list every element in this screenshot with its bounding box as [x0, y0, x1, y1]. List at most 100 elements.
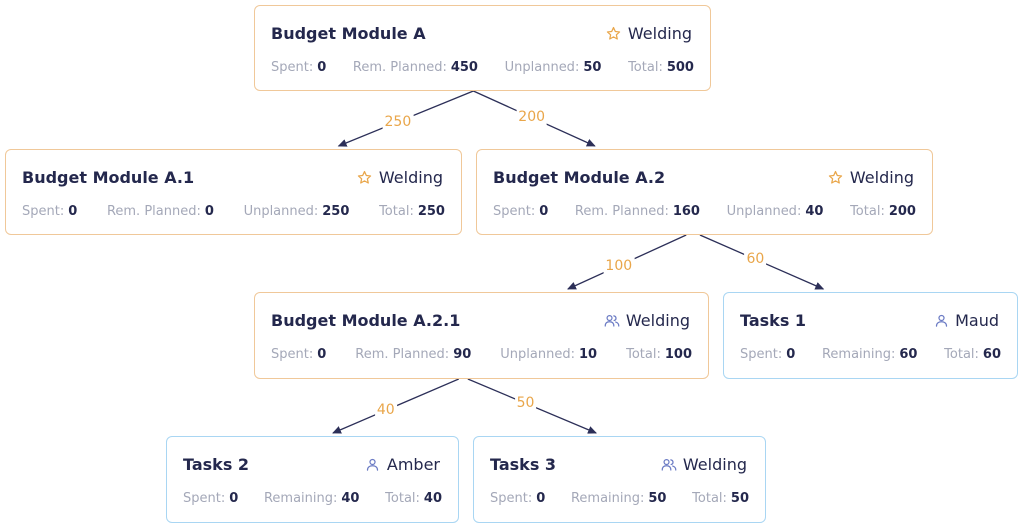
node-title: Tasks 2: [183, 455, 250, 474]
stat-label: Unplanned:: [243, 204, 319, 219]
stat-value: 0: [317, 60, 327, 75]
node-title: Budget Module A: [271, 24, 426, 43]
stat: Total:250: [379, 204, 445, 219]
stat: Remaining:50: [571, 491, 667, 506]
stat-value: 40: [423, 491, 442, 506]
stat: Spent:0: [22, 204, 77, 219]
star-icon: [606, 26, 622, 42]
node-tag: Welding: [357, 168, 443, 187]
stat: Total:500: [628, 60, 694, 75]
user-icon: [933, 313, 949, 329]
stat-label: Total:: [385, 491, 420, 506]
stat-value: 0: [539, 204, 549, 219]
node-tag-label: Welding: [849, 168, 914, 187]
edge-label-a21-t2: 40: [374, 402, 397, 419]
stat-label: Remaining:: [570, 491, 645, 506]
user-icon: [365, 457, 381, 473]
group-icon: [661, 457, 677, 473]
stat: Total:50: [692, 491, 749, 506]
edge-label-a21-t3: 50: [514, 395, 537, 412]
stat-value: 0: [229, 491, 239, 506]
stat: Rem. Planned:450: [353, 60, 478, 75]
node-title: Budget Module A.2: [493, 168, 666, 187]
stat: Total:200: [850, 204, 916, 219]
stat-label: Total:: [628, 60, 663, 75]
stat-value: 250: [322, 204, 350, 219]
node-tag-label: Amber: [386, 455, 440, 474]
stat-label: Rem. Planned:: [355, 347, 450, 362]
node-title: Budget Module A.2.1: [271, 311, 461, 330]
stat-value: 0: [317, 347, 327, 362]
stat: Unplanned:250: [244, 204, 350, 219]
stat-value: 90: [453, 347, 472, 362]
stat-label: Spent:: [493, 204, 536, 219]
stat-label: Total:: [626, 347, 661, 362]
stat: Spent:0: [271, 60, 326, 75]
node-tag: Maud: [933, 311, 999, 330]
node-tag-label: Welding: [625, 311, 690, 330]
edge-label-a-a2: 200: [516, 109, 548, 126]
stat-label: Total:: [944, 347, 979, 362]
stat-value: 60: [899, 347, 918, 362]
stat-label: Rem. Planned:: [574, 204, 669, 219]
stat-label: Rem. Planned:: [352, 60, 447, 75]
stat: Spent:0: [493, 204, 548, 219]
node-tag: Welding: [661, 455, 747, 474]
stat-value: 450: [450, 60, 478, 75]
stat-value: 50: [583, 60, 602, 75]
stat: Spent:0: [271, 347, 326, 362]
edge-label-a-a1: 250: [382, 113, 414, 130]
stat-label: Spent:: [22, 204, 65, 219]
stat-value: 200: [888, 204, 916, 219]
star-icon: [828, 170, 844, 186]
stat: Spent:0: [740, 347, 795, 362]
stat: Rem. Planned:160: [575, 204, 700, 219]
edge-label-a2-a21: 100: [603, 257, 635, 274]
node-tag-label: Welding: [627, 24, 692, 43]
stat: Remaining:60: [822, 347, 918, 362]
stat-value: 160: [672, 204, 700, 219]
node-tag-label: Welding: [378, 168, 443, 187]
stat-label: Spent:: [740, 347, 783, 362]
node-title: Tasks 3: [490, 455, 557, 474]
stat: Rem. Planned:0: [107, 204, 214, 219]
stat-label: Unplanned:: [504, 60, 580, 75]
stat-label: Spent:: [271, 347, 314, 362]
stat-value: 0: [204, 204, 214, 219]
node-tag: Amber: [365, 455, 440, 474]
stat: Unplanned:50: [505, 60, 602, 75]
stat-value: 0: [68, 204, 78, 219]
stat-label: Spent:: [183, 491, 226, 506]
stat-label: Unplanned:: [726, 204, 802, 219]
stat: Unplanned:40: [727, 204, 824, 219]
stat: Rem. Planned:90: [355, 347, 471, 362]
node-stats: Spent:0 Rem. Planned:160 Unplanned:40 Total…: [493, 204, 916, 219]
stat-value: 50: [648, 491, 667, 506]
stat: Spent:0: [183, 491, 238, 506]
stat-label: Total:: [379, 204, 414, 219]
stat-label: Spent:: [490, 491, 533, 506]
stat-label: Total:: [692, 491, 727, 506]
node-stats: Spent:0 Rem. Planned:450 Unplanned:50 Total…: [271, 60, 694, 75]
stat-value: 40: [805, 204, 824, 219]
group-icon: [604, 313, 620, 329]
stat: Total:100: [626, 347, 692, 362]
stat-value: 500: [666, 60, 694, 75]
stat-label: Remaining:: [263, 491, 338, 506]
node-title: Tasks 1: [740, 311, 807, 330]
edge-label-a2-t1: 60: [744, 251, 767, 268]
stat: Total:60: [944, 347, 1001, 362]
node-tag: Welding: [828, 168, 914, 187]
node-tag-label: Maud: [955, 311, 999, 330]
stat-value: 250: [417, 204, 445, 219]
